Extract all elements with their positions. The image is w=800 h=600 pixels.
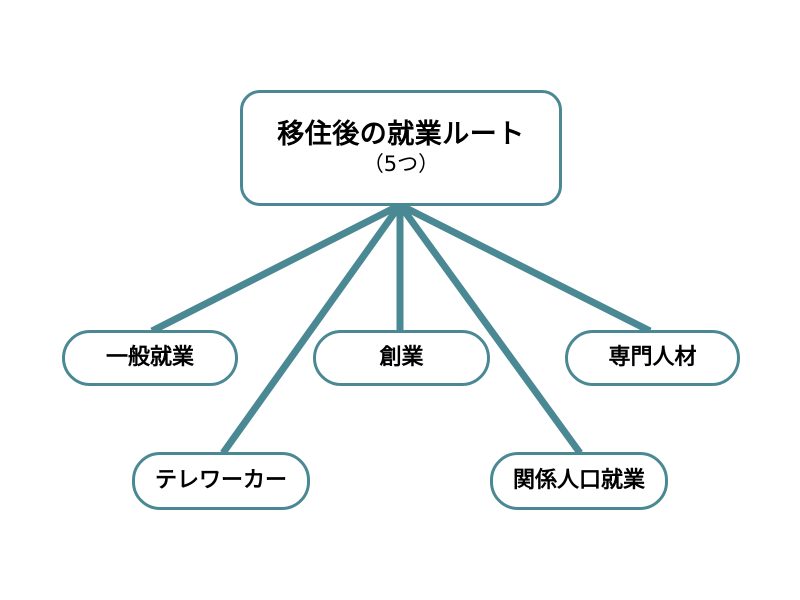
root-subtitle: （5つ）	[362, 151, 440, 176]
node-kankei-jinko-shugyo[interactable]: 関係人口就業	[490, 452, 668, 510]
node-label: 創業	[379, 344, 424, 370]
connector-root-to-kankeijinko	[397, 202, 583, 456]
node-root[interactable]: 移住後の就業ルート （5つ）	[240, 90, 562, 206]
connector-root-to-ippan	[150, 201, 402, 335]
root-title: 移住後の就業ルート	[277, 118, 525, 150]
node-label: 一般就業	[105, 344, 194, 370]
node-ippan-shugyo[interactable]: 一般就業	[62, 330, 238, 386]
node-senmon-jinzai[interactable]: 専門人材	[565, 330, 740, 386]
connector-root-to-telework	[220, 202, 403, 456]
node-sogyo[interactable]: 創業	[313, 330, 490, 386]
connector-root-to-senmon	[398, 201, 652, 335]
node-telework[interactable]: テレワーカー	[132, 452, 310, 510]
node-label: 専門人材	[608, 344, 697, 370]
node-label: テレワーカー	[154, 467, 287, 493]
node-label: 関係人口就業	[512, 467, 645, 493]
